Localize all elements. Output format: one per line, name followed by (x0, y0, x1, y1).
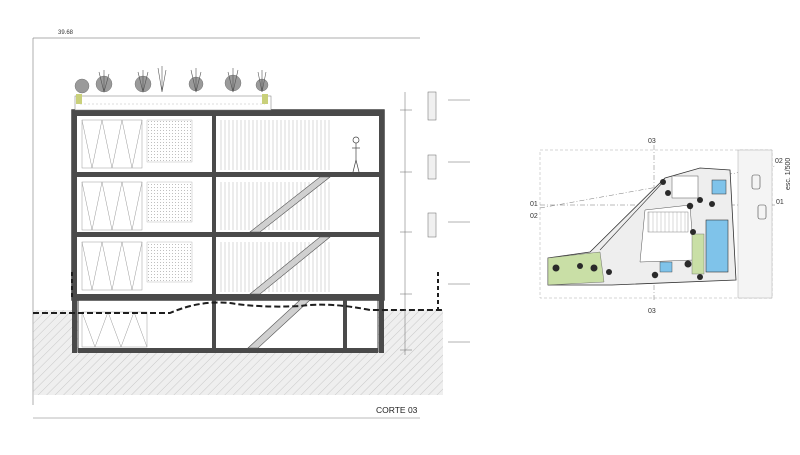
slab-ground (72, 294, 384, 300)
trees (552, 179, 715, 280)
section-title: CORTE 03 (376, 405, 418, 415)
axis-label-left-upper: 01 (530, 201, 538, 208)
stair-elevation-upper (220, 120, 330, 170)
core-wall (212, 116, 216, 353)
slab-level-2 (72, 172, 384, 177)
right-wall (379, 110, 384, 353)
scale-label: esc. 1/500 (785, 158, 792, 190)
interior-voids (146, 119, 193, 283)
person-silhouette (352, 136, 360, 173)
rooftop-planting (74, 66, 272, 111)
axis-label-right-lower: 01 (776, 199, 784, 206)
upper-terrace (671, 175, 699, 199)
basement-wall (343, 300, 347, 352)
upper-pool (711, 179, 727, 195)
slab-basement (78, 348, 378, 353)
garden-west (547, 251, 605, 286)
section-drawing: 39.68 (32, 30, 470, 419)
axis-label-top: 03 (648, 138, 656, 145)
stair-flights (247, 176, 331, 349)
slab-level-1 (72, 232, 384, 237)
axis-label-bottom: 03 (648, 308, 656, 315)
pool (705, 219, 729, 273)
terrain-line (33, 301, 443, 314)
level-markers (400, 91, 470, 355)
top-dimension-label: 39.68 (58, 30, 74, 36)
lawn-strip (691, 233, 705, 275)
roof-deck (647, 211, 689, 233)
road (737, 149, 773, 299)
left-wall (72, 110, 77, 353)
car-lower (757, 204, 767, 220)
facade-windows (81, 119, 148, 348)
roof-slab (72, 110, 384, 116)
site-plan: 03 03 01 02 02 01 esc. 1/500 (530, 138, 792, 315)
car-upper (751, 174, 761, 190)
site-diagonal-edge (599, 179, 666, 251)
small-pool (659, 261, 673, 273)
basement-level (77, 299, 379, 353)
axis-label-right-upper: 02 (775, 158, 783, 165)
axis-label-left-lower: 02 (530, 213, 538, 220)
